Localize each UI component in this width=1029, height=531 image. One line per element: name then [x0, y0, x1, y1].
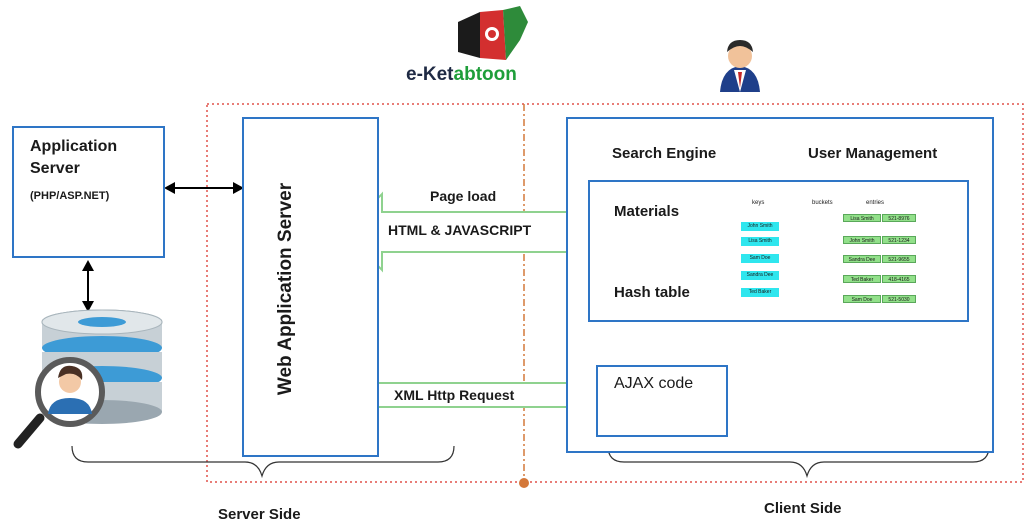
client-side-label: Client Side [764, 500, 842, 517]
hash-header-buckets: buckets [812, 200, 833, 206]
application-server-subtitle: (PHP/ASP.NET) [30, 190, 110, 202]
hash-entry-name: Lisa Smith [843, 214, 881, 222]
materials-label: Materials [614, 203, 680, 220]
hash-entry-phone: 521-9655 [882, 255, 916, 263]
magnifier-user-icon [13, 357, 105, 449]
xml-http-label: XML Http Request [394, 387, 515, 403]
hash-entry-name: Ted Baker [843, 275, 881, 283]
materials-box [588, 180, 969, 322]
application-server-box: Application Server (PHP/ASP.NET) [12, 126, 165, 258]
hash-entry-phone: 521-1234 [882, 236, 916, 244]
hash-header-entries: entries [866, 200, 885, 206]
app-to-web-server-arrow [164, 182, 244, 194]
hash-entry-phone: 521-5030 [882, 295, 916, 303]
page-load-label: Page load [430, 188, 497, 204]
logo-text-prefix: e-Ket [406, 64, 454, 85]
hash-key-cell: John Smith [741, 222, 779, 231]
hash-key-cell: Sandra Dee [741, 271, 779, 280]
web-application-server-box: Web Application Server [242, 117, 379, 457]
client-server-region [206, 103, 1024, 483]
server-side-label: Server Side [218, 506, 301, 523]
divider-dot [519, 478, 529, 488]
html-js-label: HTML & JAVASCRIPT [388, 222, 532, 238]
logo-text-highlight: abtoon [453, 64, 517, 85]
hash-key-cell: Ted Baker [741, 288, 779, 297]
hash-entry-name: John Smith [843, 236, 881, 244]
client-user-avatar-icon [720, 40, 760, 92]
app-server-to-db-arrow [82, 260, 94, 312]
application-server-title: Application Server [30, 138, 118, 177]
hash-key-cell: Sam Doe [741, 254, 779, 263]
user-management-label: User Management [808, 145, 938, 162]
hash-key-cell: Lisa Smith [741, 237, 779, 246]
ajax-code-box: AJAX code [596, 365, 728, 437]
search-engine-label: Search Engine [612, 145, 717, 162]
server-side-brace [71, 445, 455, 479]
ajax-code-label: AJAX code [614, 375, 694, 392]
client-side-brace [607, 445, 990, 479]
logo-text: e-Ketabtoon [406, 64, 517, 86]
hash-entry-phone: 521-8976 [882, 214, 916, 222]
hash-table-label: Hash table [614, 284, 690, 301]
web-application-server-label: Web Application Server [275, 182, 296, 396]
hash-entry-name: Sam Doe [843, 295, 881, 303]
logo-flag-icon [458, 6, 528, 60]
hash-entry-phone: 418-4165 [882, 275, 916, 283]
hash-entry-name: Sandra Dee [843, 255, 881, 263]
hash-header-keys: keys [752, 200, 765, 206]
